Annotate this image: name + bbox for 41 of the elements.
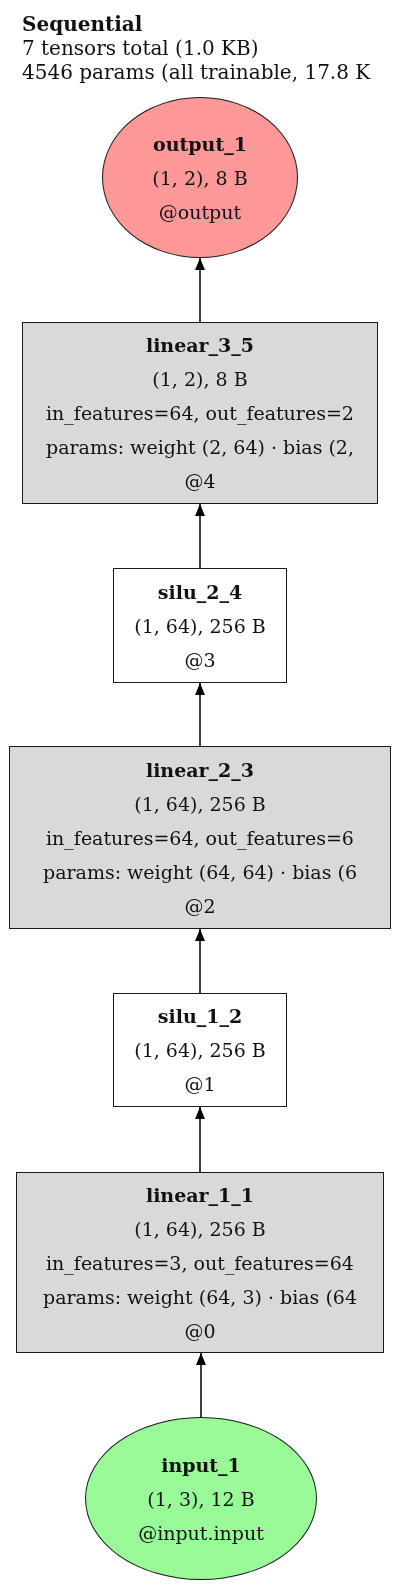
node-text: params: weight (2, 64) · bias (2, bbox=[46, 435, 354, 460]
arrow bbox=[195, 257, 205, 323]
arrow bbox=[195, 1106, 205, 1173]
summary-line: 4546 params (all trainable, 17.8 K bbox=[22, 60, 371, 84]
node-text: (1, 64), 256 B bbox=[134, 1038, 266, 1063]
node-text: in_features=3, out_features=64 bbox=[46, 1250, 354, 1277]
layer-box bbox=[22, 322, 378, 504]
layer-box bbox=[9, 746, 391, 929]
node-text: (1, 64), 256 B bbox=[134, 791, 266, 817]
summary-line: 7 tensors total (1.0 KB) bbox=[22, 36, 260, 60]
arrow bbox=[195, 503, 205, 569]
arrow bbox=[195, 682, 205, 747]
activation-box bbox=[113, 568, 287, 683]
node-text: (1, 64), 256 B bbox=[134, 613, 266, 639]
node-text: (1, 2), 8 B bbox=[152, 165, 248, 191]
node-title: silu_2_4 bbox=[157, 579, 243, 605]
node-text: params: weight (64, 64) · bias (6 bbox=[43, 859, 357, 885]
node-title: output_1 bbox=[153, 131, 247, 157]
node-title: input_1 bbox=[161, 1452, 241, 1478]
node-text: @0 bbox=[184, 1318, 216, 1344]
node-text: params: weight (64, 3) · bias (64 bbox=[43, 1284, 357, 1310]
node-title: linear_3_5 bbox=[145, 333, 255, 358]
node-text: (1, 2), 8 B bbox=[152, 367, 248, 392]
node-text: @output bbox=[158, 199, 242, 225]
node-text: @4 bbox=[184, 469, 216, 494]
node-title: silu_1_2 bbox=[157, 1004, 243, 1029]
node-text: (1, 3), 12 B bbox=[147, 1486, 255, 1512]
activation-box bbox=[113, 993, 287, 1107]
diagram-title: Sequential bbox=[22, 12, 144, 36]
node-text: in_features=64, out_features=2 bbox=[46, 401, 354, 427]
node-text: @input.input bbox=[138, 1520, 264, 1546]
arrow bbox=[196, 1352, 206, 1418]
node-title: linear_1_1 bbox=[145, 1182, 255, 1208]
node-text: (1, 64), 256 B bbox=[134, 1216, 266, 1242]
layer-box bbox=[16, 1172, 384, 1353]
node-title: linear_2_3 bbox=[145, 757, 255, 783]
arrow bbox=[195, 928, 205, 994]
node-text: @2 bbox=[184, 893, 216, 919]
node-text: @1 bbox=[184, 1072, 216, 1097]
node-text: in_features=64, out_features=6 bbox=[46, 825, 354, 852]
node-text: @3 bbox=[184, 647, 216, 673]
